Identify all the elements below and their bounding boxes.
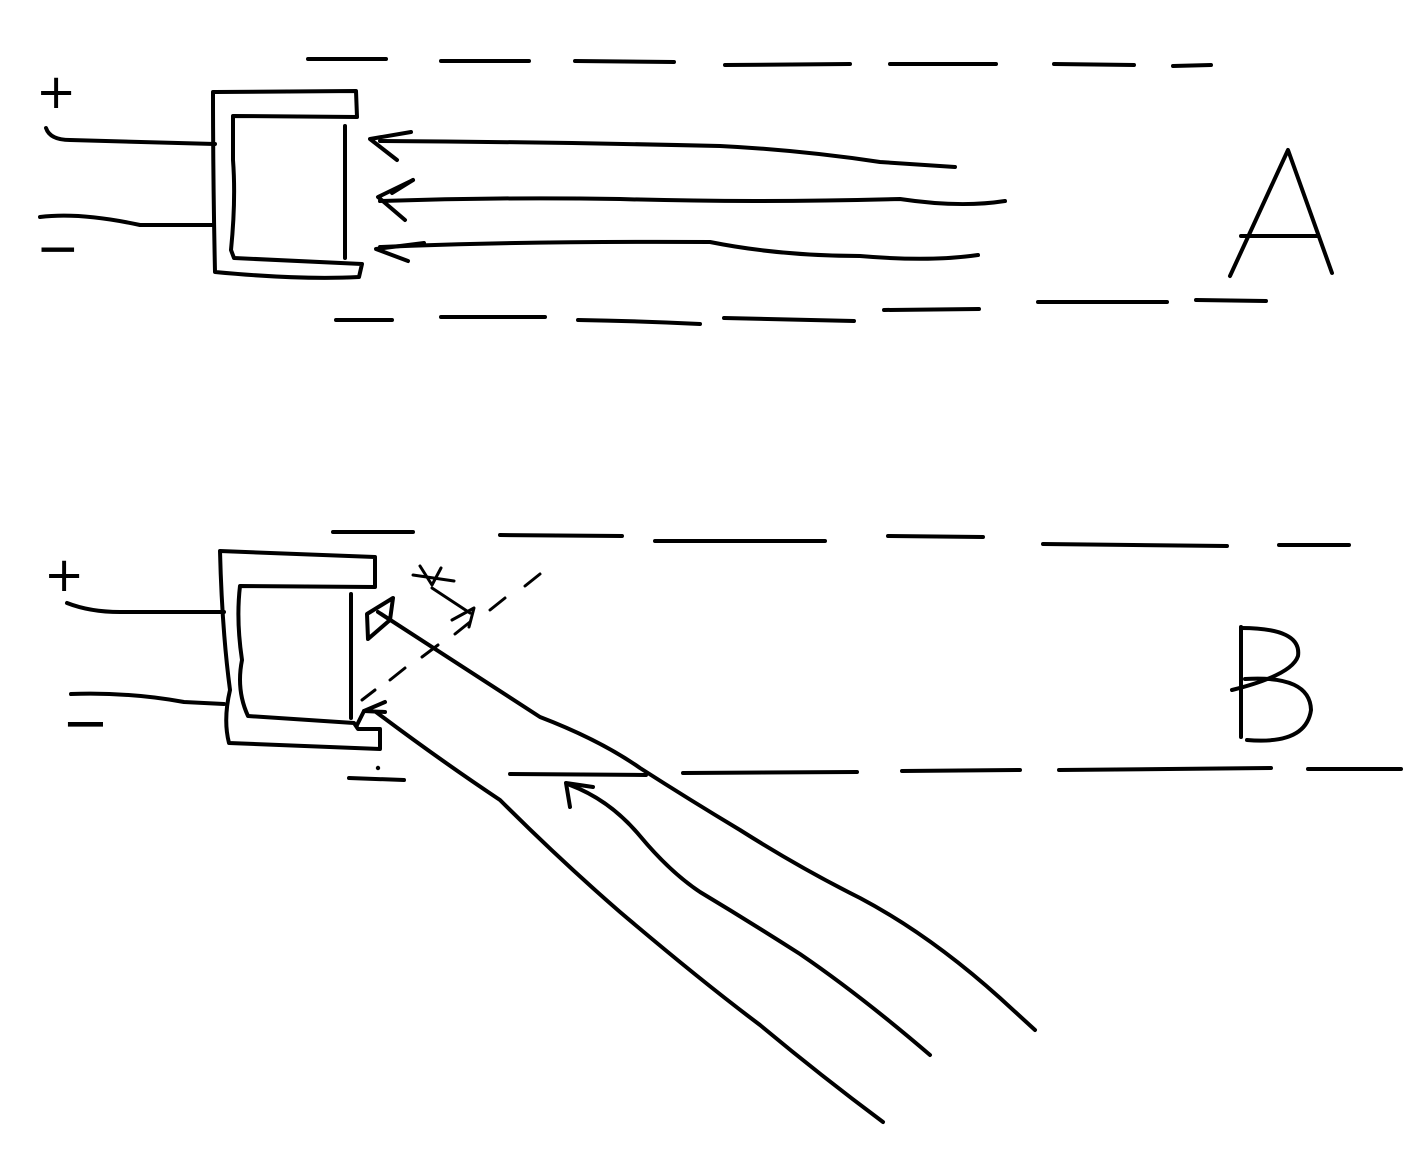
panel-b-dashed-angle-line [360, 572, 542, 702]
panel-b-negative-wire [69, 691, 226, 706]
panel-b-top-dashed-boundary [331, 530, 1351, 548]
panel-b-angle-marker [411, 564, 476, 629]
panel-b-label: B [1240, 739, 1241, 741]
panel-a-top-dashed-boundary [306, 57, 1213, 68]
panel-b-label-glyph [1230, 625, 1313, 743]
panel-a-arrow-heads [368, 130, 426, 263]
panel-a-positive-wire [44, 126, 217, 146]
panel-a: + − A [36, 57, 1334, 326]
panel-a-negative-wire [38, 213, 215, 227]
panel-a-incident-rays [378, 139, 1007, 261]
panel-a-bottom-dashed-boundary [334, 298, 1268, 326]
panel-b: + − B [44, 530, 1403, 1124]
panel-b-positive-symbol: + [44, 547, 84, 603]
panel-b-arrow-heads [355, 596, 595, 809]
panel-a-label-glyph [1228, 148, 1334, 278]
panel-b-detector [218, 549, 382, 751]
panel-b-incident-rays [374, 610, 1037, 1124]
panel-b-positive-wire [65, 601, 226, 614]
panel-b-negative-symbol: − [62, 691, 109, 756]
panel-b-bottom-dashed-boundary [347, 765, 1403, 782]
panel-a-detector [211, 89, 364, 280]
panel-a-negative-symbol: − [36, 219, 80, 279]
panel-a-positive-symbol: + [36, 64, 76, 120]
